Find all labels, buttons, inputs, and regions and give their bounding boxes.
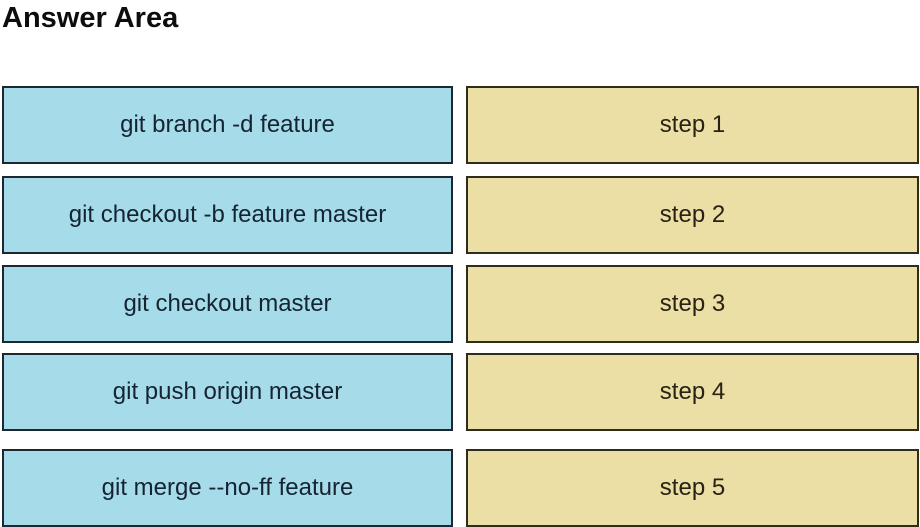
command-card[interactable]: git branch -d feature [2, 86, 453, 164]
step-slot[interactable]: step 5 [466, 449, 919, 527]
answer-row: git checkout -b feature master step 2 [0, 176, 920, 254]
column-gap [453, 265, 466, 343]
column-gap [453, 176, 466, 254]
step-slot[interactable]: step 4 [466, 353, 919, 431]
step-slot[interactable]: step 2 [466, 176, 919, 254]
step-slot[interactable]: step 3 [466, 265, 919, 343]
command-card-label: git branch -d feature [120, 111, 335, 138]
answer-row: git merge --no-ff feature step 5 [0, 449, 920, 527]
command-card[interactable]: git checkout -b feature master [2, 176, 453, 254]
command-card[interactable]: git checkout master [2, 265, 453, 343]
drag-drop-board: git branch -d feature step 1 git checkou… [0, 86, 920, 527]
command-card-label: git checkout master [123, 290, 332, 317]
column-gap [453, 86, 466, 164]
command-card[interactable]: git push origin master [2, 353, 453, 431]
column-gap [453, 353, 466, 431]
column-gap [453, 449, 466, 527]
command-card-label: git merge --no-ff feature [101, 474, 354, 501]
answer-row: git checkout master step 3 [0, 265, 920, 343]
step-slot[interactable]: step 1 [466, 86, 919, 164]
command-card-label: git checkout -b feature master [68, 201, 387, 228]
step-slot-label: step 2 [659, 201, 726, 228]
step-slot-label: step 4 [659, 378, 726, 405]
step-slot-label: step 5 [659, 474, 726, 501]
answer-row: git push origin master step 4 [0, 353, 920, 431]
step-slot-label: step 3 [659, 290, 726, 317]
command-card[interactable]: git merge --no-ff feature [2, 449, 453, 527]
answer-row: git branch -d feature step 1 [0, 86, 920, 164]
command-card-label: git push origin master [112, 378, 343, 405]
step-slot-label: step 1 [659, 111, 726, 138]
page-title: Answer Area [2, 2, 179, 34]
